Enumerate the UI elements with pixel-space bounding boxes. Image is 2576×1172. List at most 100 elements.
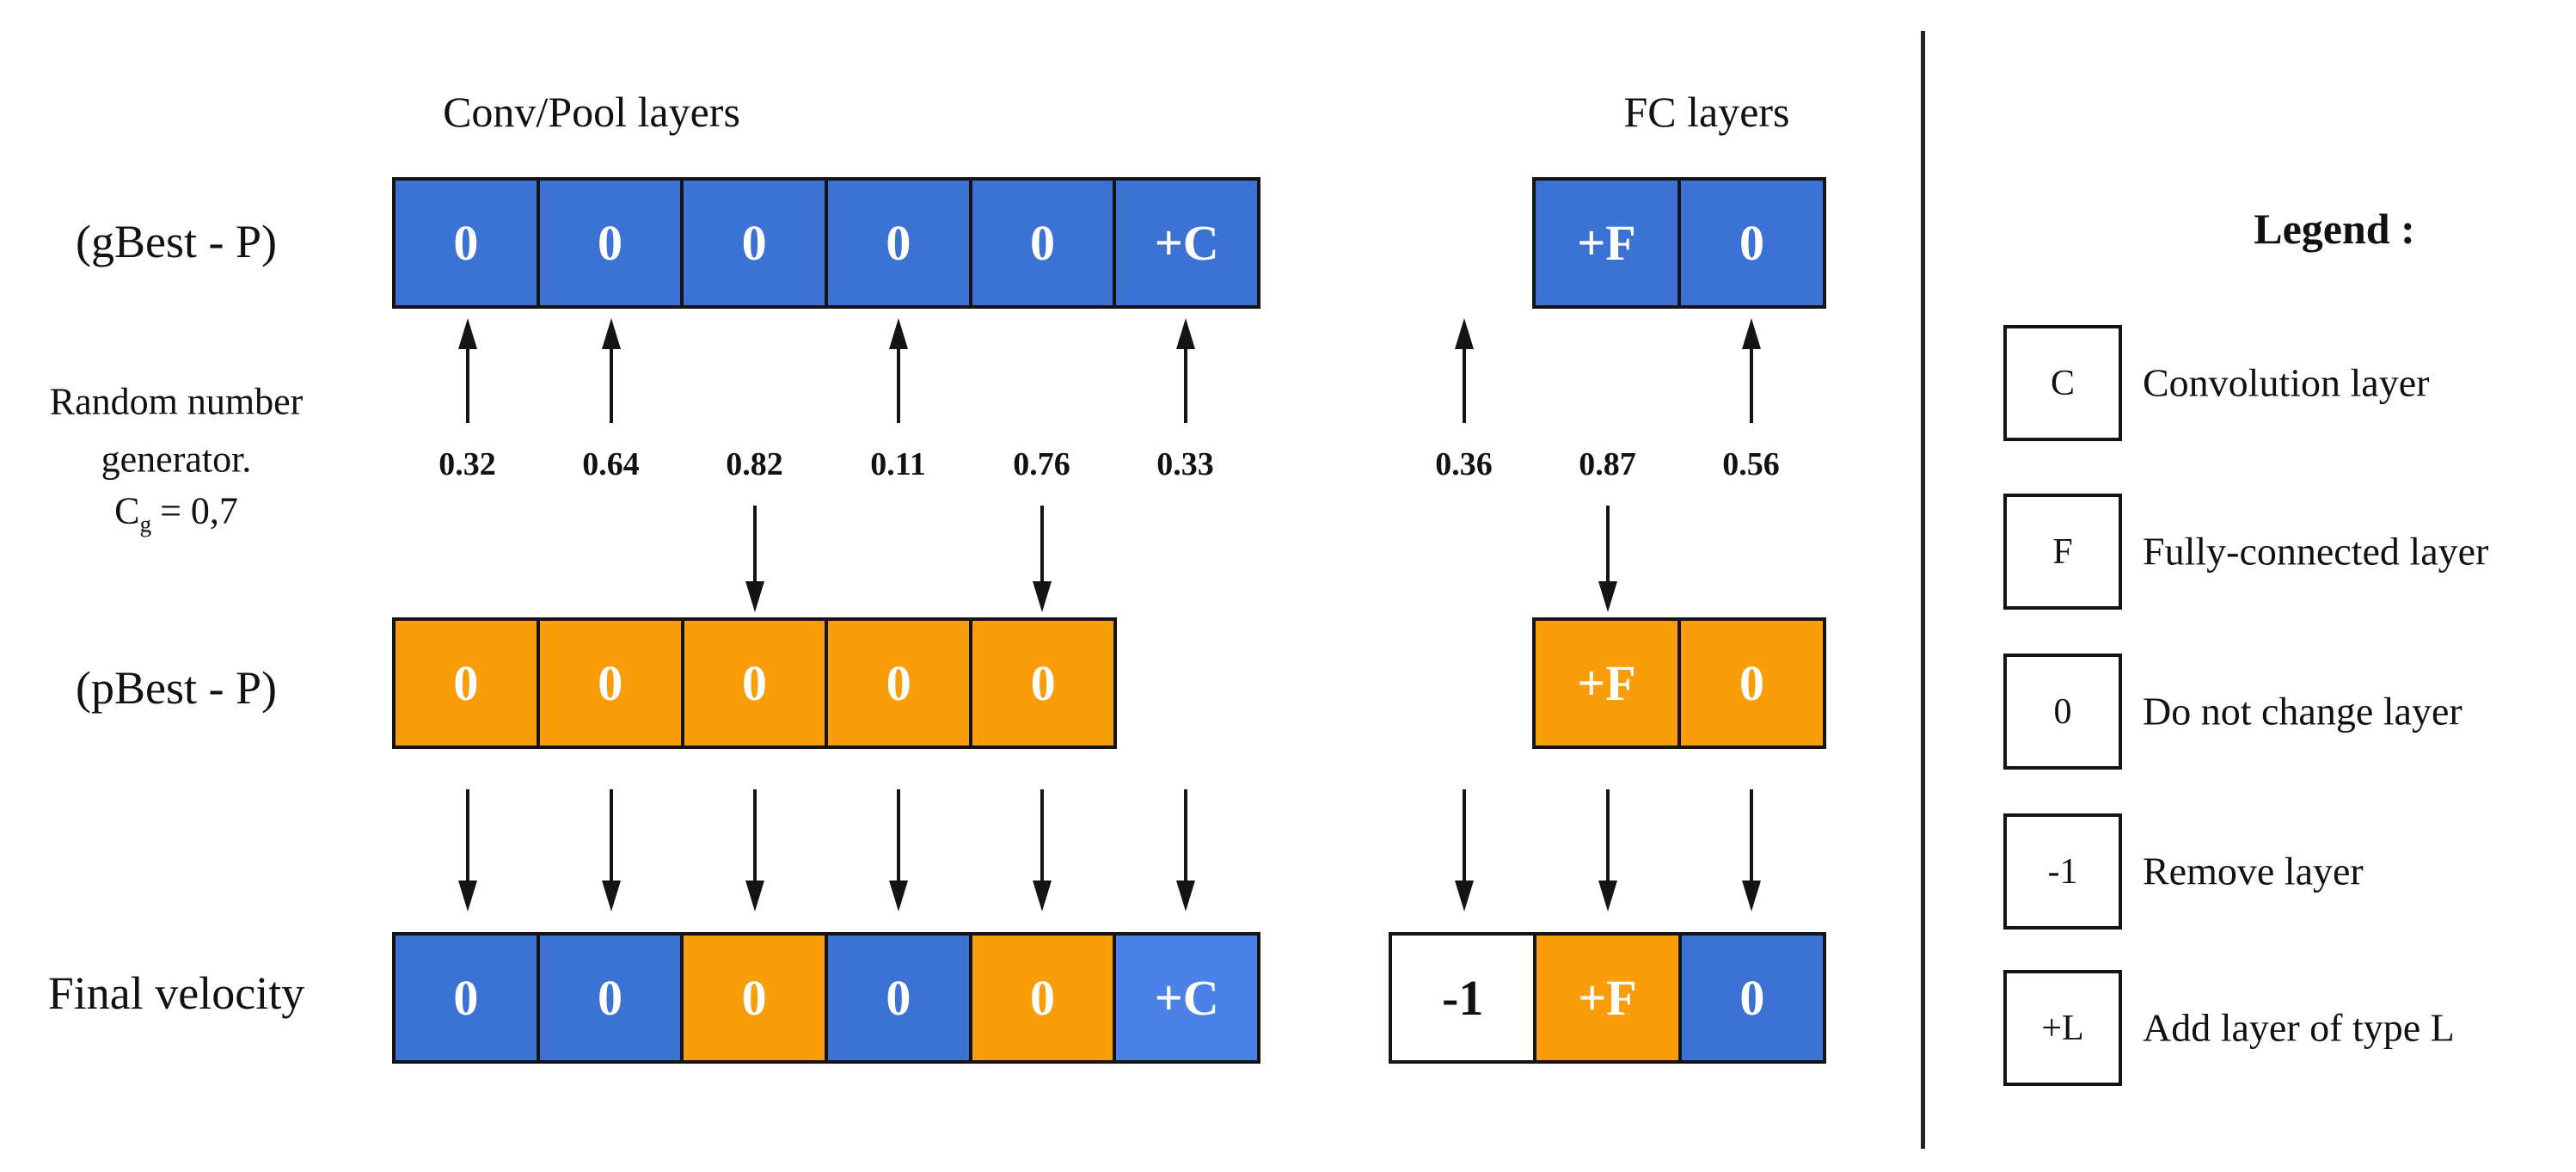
cg-symbol: C: [114, 489, 140, 532]
arrowhead-up-icon: [1454, 318, 1474, 349]
arrow-shaft: [1183, 789, 1187, 889]
arrowhead-up-icon: [601, 318, 621, 349]
arrow-shaft: [465, 341, 469, 423]
legend-symbol-box-F: F: [2003, 494, 2122, 610]
final-conv-cell-1: 0: [536, 936, 681, 1060]
gbest-minus-p-label: (gBest - P): [76, 216, 277, 267]
arrow-shaft: [1040, 789, 1044, 889]
arrowhead-down-icon: [1598, 881, 1617, 911]
arrowhead-up-icon: [1741, 318, 1761, 349]
gbest-conv-cell-1: 0: [536, 181, 681, 305]
cg-value: = 0,7: [160, 489, 238, 532]
arrowhead-down-icon: [1454, 881, 1474, 911]
arrowhead-down-icon: [745, 581, 764, 612]
gbest-conv-cell-5: +C: [1113, 181, 1258, 305]
legend-symbol: F: [2052, 531, 2073, 572]
pbest-fc-cell-0: +F: [1536, 621, 1677, 746]
arrow-shaft: [1183, 341, 1187, 423]
gbest-fc-cell-0: +F: [1536, 181, 1677, 305]
gbest-conv-cell-2: 0: [680, 181, 825, 305]
arrow-shaft: [1605, 506, 1610, 590]
final-conv-cell-2: 0: [680, 936, 825, 1060]
arrowhead-down-icon: [1032, 881, 1052, 911]
arrow-shaft: [752, 789, 757, 889]
down-arrow-to-final-fc-2: [1740, 789, 1763, 911]
arrow-shaft: [609, 341, 613, 423]
arrow-shaft: [1462, 789, 1466, 889]
down-arrow-to-final-fc-0: [1453, 789, 1475, 911]
down-arrow-to-final-conv-1: [600, 789, 623, 911]
legend-symbol-box-+L: +L: [2003, 970, 2122, 1086]
down-arrow-to-final-conv-2: [744, 789, 766, 911]
final-conv-cell-3: 0: [825, 936, 969, 1060]
legend-symbol-box--1: -1: [2003, 813, 2122, 930]
arrowhead-down-icon: [888, 881, 908, 911]
gbest-fc-cell-1: 0: [1677, 181, 1823, 305]
pbest-conv-cell-4: 0: [969, 621, 1113, 746]
divider-line: [1921, 31, 1925, 1149]
legend-symbol: -1: [2047, 851, 2078, 892]
arrow-shaft: [1040, 506, 1044, 590]
arrow-shaft: [1749, 789, 1753, 889]
up-arrow-to-gbest-fc-2: [1740, 318, 1763, 423]
down-arrow-to-pbest-conv-2: [744, 506, 766, 612]
arrow-shaft: [609, 789, 613, 889]
down-arrow-to-pbest-conv-4: [1031, 506, 1053, 612]
pbest-conv-cell-1: 0: [536, 621, 681, 746]
up-arrow-to-gbest-conv-5: [1175, 318, 1197, 423]
pbest-fc-cell-1: 0: [1677, 621, 1823, 746]
down-arrow-to-final-conv-5: [1175, 789, 1197, 911]
arrowhead-down-icon: [1032, 581, 1052, 612]
legend-symbol-box-C: C: [2003, 325, 2122, 441]
random-number-conv-4: 0.76: [1013, 446, 1070, 482]
arrowhead-up-icon: [1175, 318, 1195, 349]
legend-symbol: C: [2050, 363, 2075, 403]
random-number-conv-1: 0.64: [582, 446, 640, 482]
arrow-shaft: [896, 341, 900, 423]
pbest-minus-p-label: (pBest - P): [76, 662, 277, 714]
arrowhead-down-icon: [1175, 881, 1195, 911]
arrowhead-down-icon: [745, 881, 764, 911]
legend-entry-label: Remove layer: [2143, 849, 2364, 893]
arrowhead-down-icon: [1598, 581, 1617, 612]
pbest-conv-cell-3: 0: [825, 621, 970, 746]
arrow-shaft: [1605, 789, 1610, 889]
random-number-fc-0: 0.36: [1435, 446, 1493, 482]
random-number-conv-0: 0.32: [439, 446, 496, 482]
legend-symbol: +L: [2041, 1008, 2084, 1048]
down-arrow-to-final-fc-1: [1597, 789, 1619, 911]
arrow-shaft: [1462, 341, 1466, 423]
rng-cg-equation: Cg= 0,7: [114, 489, 238, 538]
down-arrow-to-final-conv-4: [1031, 789, 1053, 911]
arrow-shaft: [752, 506, 757, 590]
up-arrow-to-gbest-conv-3: [887, 318, 910, 423]
conv-pool-layers-title: Conv/Pool layers: [443, 88, 740, 136]
arrow-shaft: [896, 789, 900, 889]
final-velocity-label: Final velocity: [47, 967, 305, 1019]
arrowhead-down-icon: [1741, 881, 1761, 911]
rng-label-line2: generator.: [101, 438, 252, 481]
arrow-shaft: [465, 789, 469, 889]
final-fc-cell-2: 0: [1677, 936, 1823, 1060]
gbest-conv-cell-3: 0: [825, 181, 969, 305]
legend-title: Legend :: [2254, 205, 2415, 253]
final-conv-cell-5: +C: [1113, 936, 1258, 1060]
down-arrow-to-final-conv-0: [457, 789, 479, 911]
arrowhead-down-icon: [601, 881, 621, 911]
fc-layers-title: FC layers: [1623, 88, 1790, 136]
down-arrow-to-final-conv-3: [887, 789, 910, 911]
gbest-conv-cell-0: 0: [396, 181, 537, 305]
legend-entry-label: Do not change layer: [2143, 689, 2463, 733]
final-conv-cell-4: 0: [968, 936, 1113, 1060]
legend-entry-label: Fully-connected layer: [2143, 529, 2489, 574]
down-arrow-to-pbest-fc-1: [1597, 506, 1619, 612]
legend-entry-label: Add layer of type L: [2143, 1005, 2455, 1050]
pbest-conv-cell-2: 0: [680, 621, 825, 746]
